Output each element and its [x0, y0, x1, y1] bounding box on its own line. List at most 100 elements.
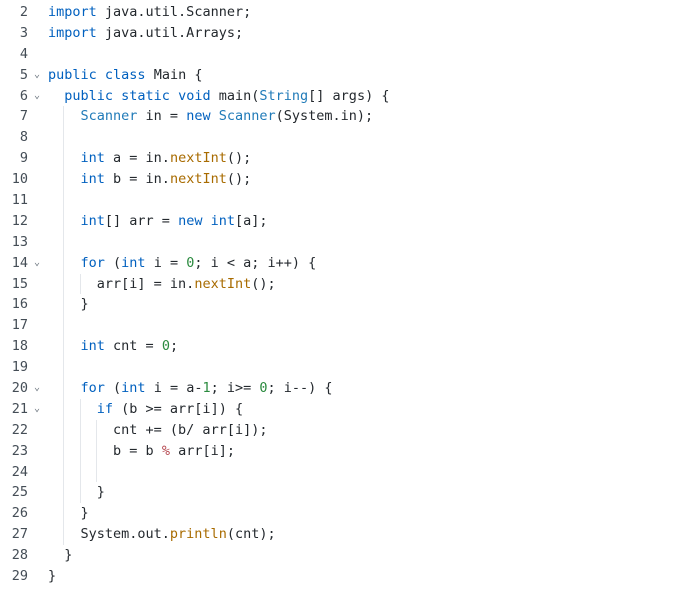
code-text[interactable]: cnt += (b/ arr[i]);	[113, 420, 267, 441]
code-text[interactable]: for (int i = a-1; i>= 0; i--) {	[81, 378, 333, 399]
line-number: 21	[11, 400, 28, 417]
code-text[interactable]: b = b % arr[i];	[113, 441, 235, 462]
code-line[interactable]: 14⌄for (int i = 0; i < a; i++) {	[0, 252, 675, 274]
chevron-down-icon[interactable]: ⌄	[33, 402, 41, 414]
code-text[interactable]: }	[97, 482, 105, 503]
code-text[interactable]: int b = in.nextInt();	[81, 169, 252, 190]
line-number: 7	[19, 108, 28, 125]
code-token: void	[178, 87, 211, 104]
code-line[interactable]: 20 ⌄ for (int i = a-1; i>= 0; i--) {	[0, 378, 675, 399]
code-token: new	[178, 212, 203, 229]
code-line[interactable]: 4	[0, 44, 675, 65]
code-token: nextInt	[194, 275, 252, 292]
code-text[interactable]: public class Main {	[48, 65, 202, 86]
code-token: arr[i] = in.	[96, 275, 195, 292]
code-line[interactable]: 29}	[0, 566, 675, 587]
indent-guide	[63, 252, 65, 274]
code-line[interactable]: 17	[0, 315, 675, 337]
code-line[interactable]: 11	[0, 190, 675, 211]
code-token: a = in.	[104, 150, 170, 167]
code-text[interactable]: }	[81, 503, 89, 524]
line-number: 23	[11, 442, 28, 459]
line-number: 25	[11, 484, 28, 501]
code-token: (System.in);	[275, 108, 374, 125]
indent-guide	[63, 273, 65, 295]
code-line[interactable]: 25}	[0, 482, 675, 504]
line-number: 8	[19, 129, 28, 146]
code-token: java.util.Scanner;	[96, 4, 252, 20]
indent-guide	[63, 294, 65, 316]
code-text[interactable]: for (int i = 0; i < a; i++) {	[81, 253, 317, 274]
line-number: 20	[11, 380, 28, 397]
code-token: String	[259, 87, 309, 104]
indent-guide	[63, 231, 65, 253]
code-line[interactable]: 6⌄public static void main(String[] args)…	[0, 86, 675, 107]
code-text[interactable]: int[] arr = new int[a];	[81, 211, 268, 232]
code-token: java.util.Arrays;	[96, 24, 244, 41]
code-token: (cnt);	[226, 526, 276, 543]
indent-guide	[63, 440, 65, 462]
code-line[interactable]: 16}	[0, 294, 675, 316]
line-number: 28	[11, 547, 28, 564]
code-token: b = in.	[104, 171, 170, 188]
indent-guide	[63, 336, 65, 358]
code-line[interactable]: 8	[0, 127, 675, 149]
code-text[interactable]: }	[48, 566, 56, 587]
code-line[interactable]: 23 b = b % arr[i];	[0, 440, 675, 462]
code-line[interactable]: 19	[0, 357, 675, 379]
code-token: System.out.	[80, 526, 170, 543]
code-token: import	[48, 24, 97, 41]
code-text[interactable]: Scanner in = new Scanner(System.in);	[81, 106, 374, 127]
line-number: 13	[11, 233, 28, 250]
code-token: ; i>=	[210, 380, 260, 397]
code-token: static	[121, 87, 170, 104]
code-token: class	[104, 66, 146, 83]
code-text[interactable]: int cnt = 0;	[81, 336, 179, 357]
code-line[interactable]: 26}	[0, 503, 675, 525]
line-number: 27	[11, 526, 28, 543]
code-line[interactable]: 13	[0, 231, 675, 253]
code-text[interactable]: int a = in.nextInt();	[81, 148, 252, 169]
indent-guide	[79, 440, 81, 462]
code-token: int	[80, 338, 105, 355]
chevron-down-icon[interactable]: ⌄	[33, 68, 41, 80]
code-text[interactable]: }	[81, 294, 89, 315]
code-text[interactable]: arr[i] = in.nextInt();	[97, 274, 276, 295]
code-line[interactable]: 5⌄public class Main {	[0, 65, 675, 86]
code-text[interactable]: import java.util.Arrays;	[48, 23, 243, 44]
code-text[interactable]: System.out.println(cnt);	[81, 524, 276, 545]
code-token: int	[210, 212, 235, 229]
code-line[interactable]: 24	[0, 461, 675, 483]
line-number: 29	[11, 568, 28, 585]
code-token: Main {	[145, 66, 203, 83]
code-token: arr[i];	[169, 442, 235, 459]
code-line[interactable]: 21 ⌄ if (b >= arr[i]) {	[0, 398, 675, 420]
code-text[interactable]: }	[64, 545, 72, 566]
code-token: ; i < a; i++) {	[194, 254, 317, 271]
code-token: Scanner	[218, 108, 276, 125]
code-line[interactable]: 7 Scanner in = new Scanner(System.in);	[0, 106, 675, 128]
code-token: }	[80, 505, 89, 522]
line-number: 3	[19, 24, 28, 41]
chevron-down-icon[interactable]: ⌄	[33, 382, 41, 394]
code-text[interactable]: if (b >= arr[i]) {	[97, 399, 243, 420]
code-token: i =	[145, 254, 187, 271]
chevron-down-icon[interactable]: ⌄	[33, 256, 41, 268]
code-line[interactable]: 28}	[0, 545, 675, 566]
code-line[interactable]: 27 System.out.println(cnt);	[0, 524, 675, 546]
code-token	[211, 108, 219, 124]
code-text[interactable]: public static void main(String[] args) {	[64, 86, 389, 107]
chevron-down-icon[interactable]: ⌄	[33, 89, 41, 101]
code-token: ; i--) {	[267, 380, 333, 397]
code-token: int	[80, 171, 105, 188]
code-text[interactable]: import java.util.Scanner;	[48, 2, 251, 23]
code-line[interactable]: 3 import java.util.Arrays;	[0, 23, 675, 44]
